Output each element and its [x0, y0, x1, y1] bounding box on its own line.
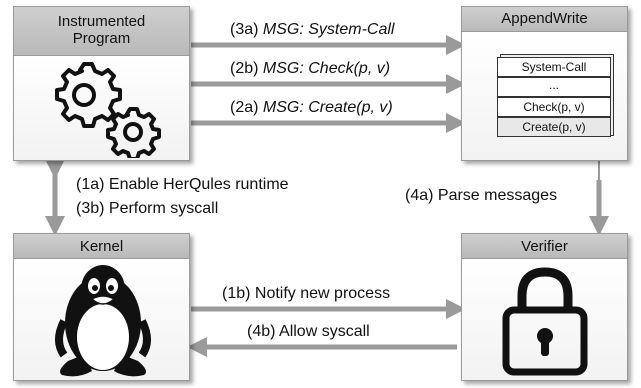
program-title-line1: Instrumented	[57, 13, 146, 30]
verifier-title: Verifier	[521, 238, 568, 255]
label-2b-text: MSG: Check(p, v)	[262, 60, 391, 77]
queue-item: Create(p, v)	[497, 117, 611, 137]
label-3a: (3a) MSG: System-Call	[230, 21, 394, 39]
verifier-header: Verifier	[462, 234, 627, 259]
label-2a-text: MSG: Create(p, v)	[262, 99, 393, 116]
label-1b: (1b) Notify new process	[222, 285, 391, 302]
queue-item: System-Call	[497, 57, 611, 77]
label-4b: (4b) Allow syscall	[247, 323, 370, 340]
label-1a: (1a) Enable HerQules runtime	[76, 176, 289, 193]
label-4a: (4a) Parse messages	[405, 187, 558, 204]
label-2a: (2a) MSG: Create(p, v)	[230, 99, 393, 117]
instrumented-program-box: Instrumented Program	[13, 6, 190, 161]
kernel-title: Kernel	[79, 238, 124, 255]
padlock-icon	[502, 267, 588, 376]
message-queue: System-Call ... Check(p, v) Create(p, v)	[497, 54, 614, 139]
appendwrite-header: AppendWrite	[462, 7, 627, 32]
gears-icon	[55, 62, 161, 158]
appendwrite-title: AppendWrite	[501, 10, 588, 27]
label-3a-id: (3a)	[230, 21, 259, 38]
label-3b: (3b) Perform syscall	[76, 200, 219, 217]
queue-item: ...	[497, 77, 611, 97]
label-2b: (2b) MSG: Check(p, v)	[230, 60, 390, 78]
verifier-box: Verifier	[461, 233, 628, 381]
label-2b-id: (2b)	[230, 60, 259, 77]
label-2a-id: (2a)	[230, 99, 259, 116]
program-title-line2: Program	[72, 30, 131, 47]
queue-item: Check(p, v)	[497, 97, 611, 117]
label-3a-text: MSG: System-Call	[262, 21, 395, 38]
instrumented-program-header: Instrumented Program	[14, 7, 189, 56]
kernel-header: Kernel	[14, 234, 189, 259]
kernel-box: Kernel	[13, 233, 190, 381]
tux-penguin-icon	[55, 265, 151, 377]
